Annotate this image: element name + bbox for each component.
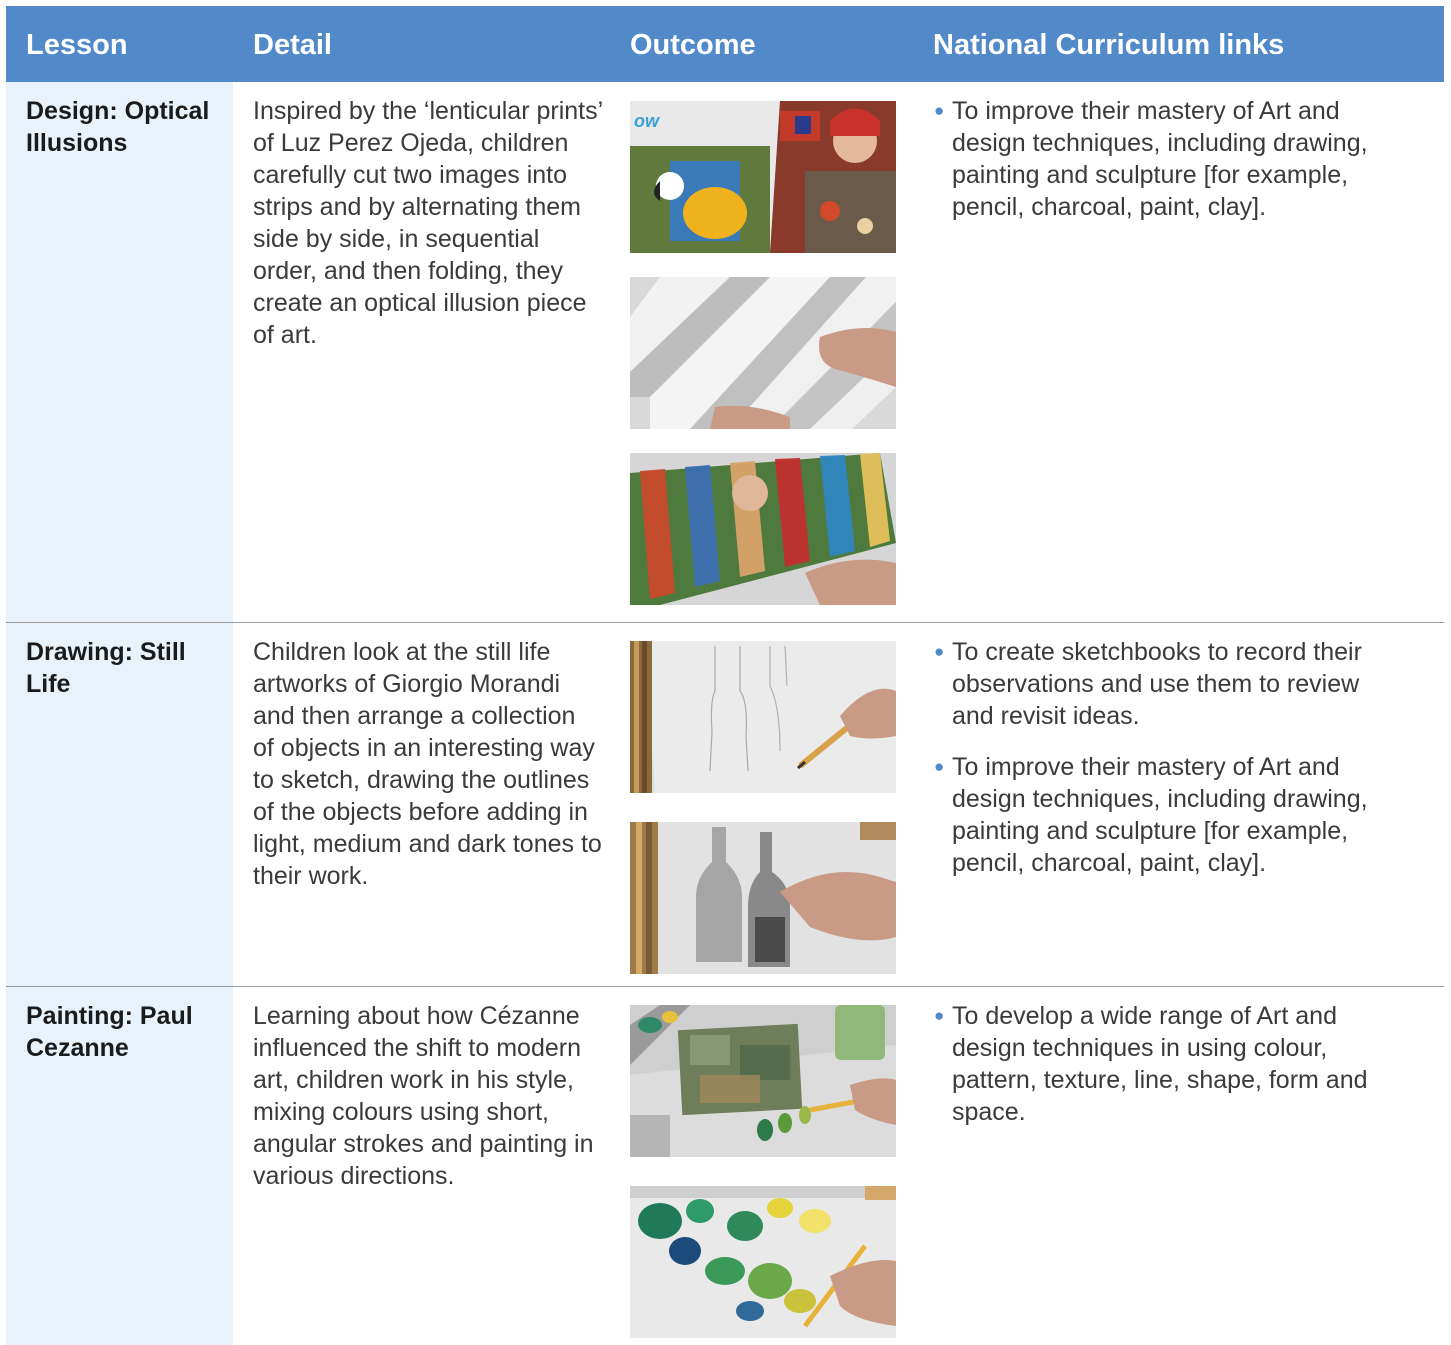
outcome-image-shaded-bottles [630,822,896,974]
svg-text:ow: ow [634,111,660,131]
outcome-image-paint-palette [630,1186,896,1338]
curriculum-link-text: To develop a wide range of Art and desig… [952,1002,1368,1126]
table-row: Drawing: Still Life Children look at the… [6,623,1444,986]
bullet-icon: ● [934,757,945,776]
lesson-detail: Learning about how Cézanne influenced th… [253,1002,594,1190]
curriculum-link-text: To improve their mastery of Art and desi… [952,753,1368,877]
curriculum-links: ● To create sketchbooks to record their … [933,636,1403,898]
bullet-icon: ● [934,1006,945,1025]
header-lesson: Lesson [26,29,128,61]
header-curriculum-links: National Curriculum links [933,29,1285,61]
curriculum-link-item: ● To improve their mastery of Art and de… [933,95,1403,223]
header-detail: Detail [253,29,332,61]
lesson-title: Painting: Paul Cezanne [26,1002,193,1062]
row-divider [6,986,1444,987]
lesson-title: Design: Optical Illusions [26,97,210,157]
outcome-image-pencil-sketch [630,641,896,793]
header-outcome: Outcome [630,29,756,61]
lesson-title: Drawing: Still Life [26,638,186,698]
lesson-detail: Children look at the still life artworks… [253,638,602,890]
curriculum-link-text: To improve their mastery of Art and desi… [952,97,1368,221]
curriculum-links: ● To develop a wide range of Art and des… [933,1000,1403,1147]
outcome-image-cezanne-painting [630,1005,896,1157]
curriculum-link-item: ● To develop a wide range of Art and des… [933,1000,1403,1128]
lesson-detail: Inspired by the ‘lenticular prints’ of L… [253,97,603,349]
lesson-cell [6,82,233,622]
outcome-image-folded-paper [630,277,896,429]
table-header: Lesson Detail Outcome National Curriculu… [6,6,1444,82]
outcome-image-folded-collage [630,453,896,605]
curriculum-link-item: ● To create sketchbooks to record their … [933,636,1403,732]
table-row: Design: Optical Illusions Inspired by th… [6,82,1444,622]
lesson-cell [6,987,233,1345]
bullet-icon: ● [934,642,945,661]
bullet-icon: ● [934,101,945,120]
curriculum-link-item: ● To improve their mastery of Art and de… [933,751,1403,879]
curriculum-links: ● To improve their mastery of Art and de… [933,95,1403,242]
outcome-image-parrot-prints: ow [630,101,896,253]
curriculum-link-text: To create sketchbooks to record their ob… [952,638,1362,730]
table-row: Painting: Paul Cezanne Learning about ho… [6,987,1444,1345]
lesson-cell [6,623,233,986]
row-divider [6,622,1444,623]
